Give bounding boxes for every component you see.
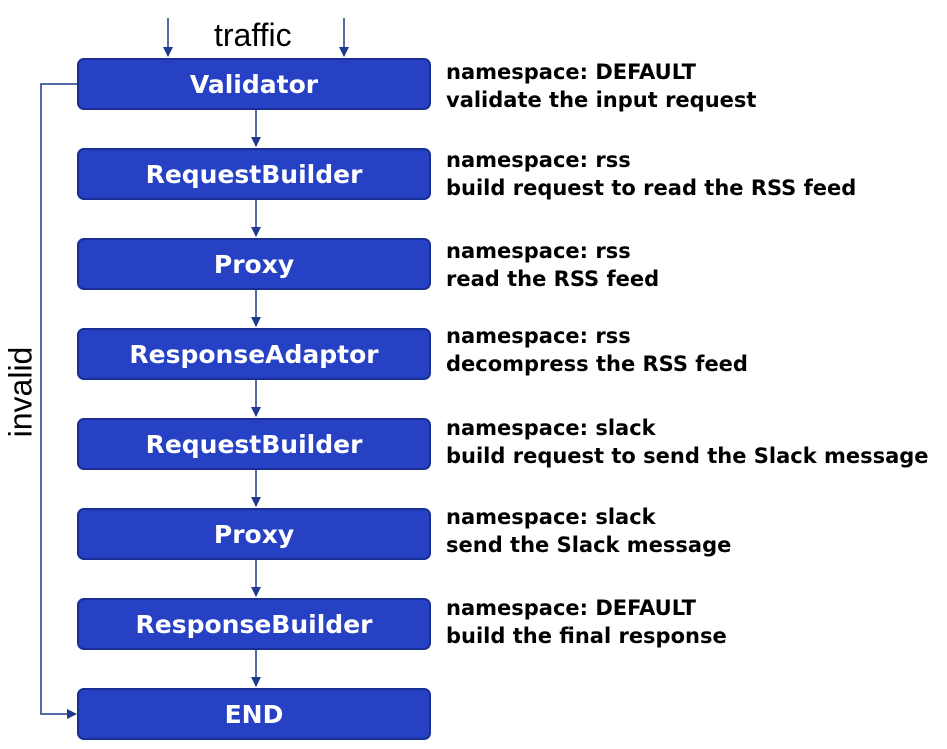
step-request-builder-rss-description: build request to read the RSS feed	[446, 176, 857, 200]
step-proxy-rss-namespace: namespace: rss	[446, 239, 631, 263]
end-box: END	[77, 688, 431, 740]
step-response-adaptor-box: ResponseAdaptor	[77, 328, 431, 380]
step-validator-box: Validator	[77, 58, 431, 110]
step-request-builder-slack-note: namespace: slack build request to send t…	[446, 414, 929, 470]
step-proxy-slack-note: namespace: slack send the Slack message	[446, 503, 731, 559]
step-request-builder-rss-note: namespace: rss build request to read the…	[446, 146, 856, 202]
step-response-builder-box: ResponseBuilder	[77, 598, 431, 650]
step-request-builder-slack-box: RequestBuilder	[77, 418, 431, 470]
step-request-builder-slack-namespace: namespace: slack	[446, 416, 656, 440]
step-validator-namespace: namespace: DEFAULT	[446, 60, 696, 84]
step-proxy-rss-note: namespace: rss read the RSS feed	[446, 237, 659, 293]
step-response-adaptor-namespace: namespace: rss	[446, 324, 631, 348]
step-response-builder-note: namespace: DEFAULT build the final respo…	[446, 594, 727, 650]
step-response-adaptor-description: decompress the RSS feed	[446, 352, 748, 376]
step-response-adaptor-note: namespace: rss decompress the RSS feed	[446, 322, 748, 378]
step-proxy-slack-description: send the Slack message	[446, 533, 732, 557]
step-validator-note: namespace: DEFAULT validate the input re…	[446, 58, 756, 114]
step-validator-description: validate the input request	[446, 88, 757, 112]
step-proxy-rss-description: read the RSS feed	[446, 267, 660, 291]
step-proxy-rss-box: Proxy	[77, 238, 431, 290]
invalid-bypass-line	[40, 83, 77, 719]
invalid-label: invalid	[2, 346, 39, 438]
step-response-builder-namespace: namespace: DEFAULT	[446, 596, 696, 620]
step-proxy-slack-namespace: namespace: slack	[446, 505, 656, 529]
step-request-builder-rss-box: RequestBuilder	[77, 148, 431, 200]
step-proxy-slack-box: Proxy	[77, 508, 431, 560]
traffic-label: traffic	[214, 17, 292, 53]
step-response-builder-description: build the final response	[446, 624, 727, 648]
step-request-builder-rss-namespace: namespace: rss	[446, 148, 631, 172]
step-request-builder-slack-description: build request to send the Slack message	[446, 444, 929, 468]
